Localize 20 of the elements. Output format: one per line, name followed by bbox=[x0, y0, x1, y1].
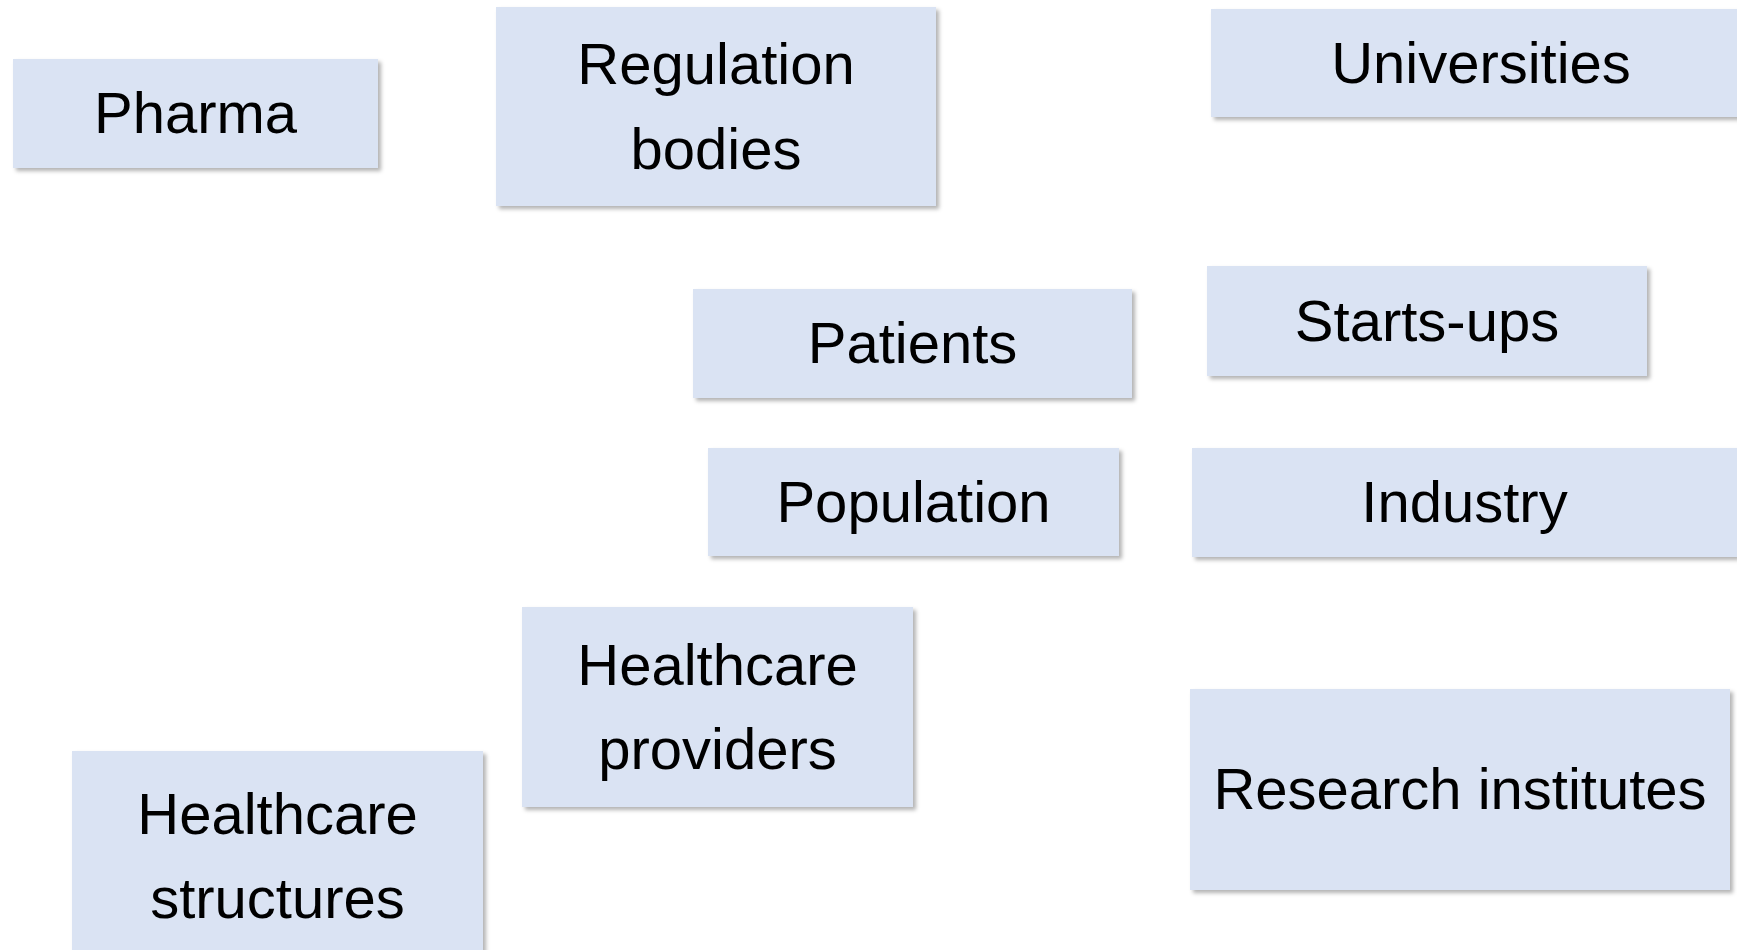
label-box bbox=[708, 448, 1119, 556]
box-label: Regulation bodies bbox=[576, 30, 856, 183]
label-box bbox=[1211, 9, 1737, 117]
label-box bbox=[13, 59, 378, 168]
label-box bbox=[693, 289, 1132, 398]
box-label: Population bbox=[776, 467, 1051, 536]
label-box bbox=[1192, 448, 1737, 557]
label-box bbox=[1207, 266, 1647, 376]
label-box bbox=[72, 751, 483, 950]
label-box bbox=[496, 7, 936, 206]
box-label: Healthcare providers bbox=[576, 630, 859, 783]
box-label: Pharma bbox=[93, 79, 298, 148]
label-box bbox=[1190, 689, 1730, 890]
box-label: Universities bbox=[1331, 28, 1631, 97]
box-label: Research institutes bbox=[1213, 755, 1707, 824]
box-label: Healthcare structures bbox=[136, 779, 419, 932]
box-label: Industry bbox=[1361, 468, 1568, 537]
box-label: Patients bbox=[807, 309, 1018, 378]
label-box bbox=[522, 607, 913, 807]
box-label: Starts-ups bbox=[1294, 286, 1560, 355]
